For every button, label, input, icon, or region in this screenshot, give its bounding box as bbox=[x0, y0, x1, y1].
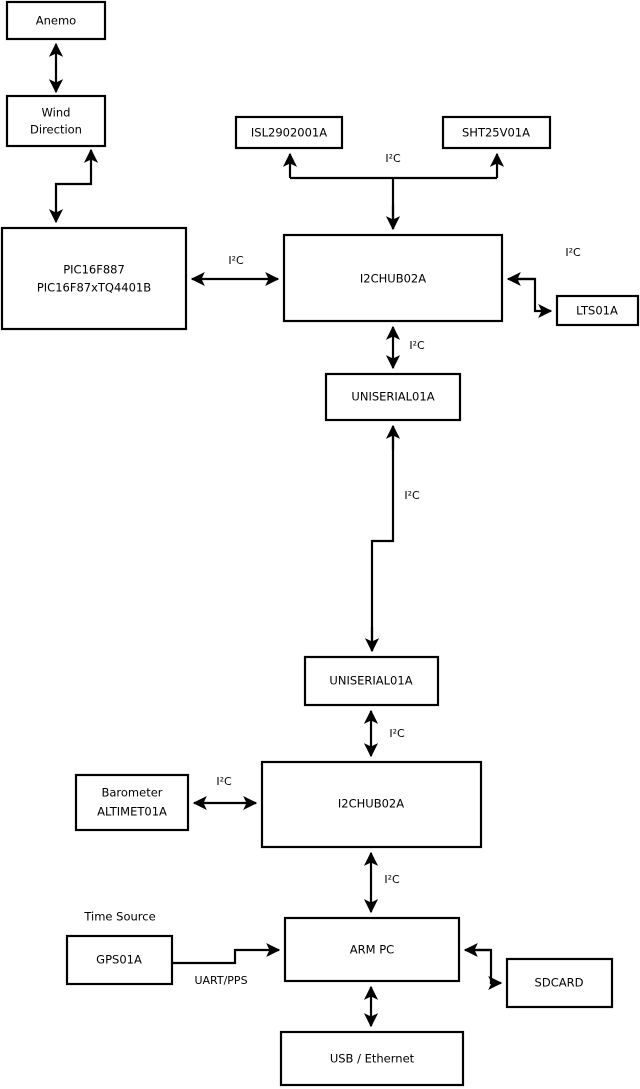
edge-armpc-sdcard bbox=[471, 948, 503, 991]
edge-gps-armpc bbox=[172, 942, 281, 965]
edge-label-i2c-lts: I²C bbox=[565, 246, 581, 259]
edges-layer bbox=[48, 42, 553, 1028]
edge-label-i2c-hub-uniserial-upper: I²C bbox=[409, 339, 425, 352]
node-uniserial01a-upper-label: UNISERIAL01A bbox=[351, 390, 434, 404]
node-anemo-box[interactable] bbox=[5, 0, 107, 41]
edge-label-i2c-sensor-bus: I²C bbox=[385, 152, 401, 165]
node-arm-pc-box[interactable] bbox=[283, 916, 461, 983]
node-pic-mcu-box[interactable] bbox=[0, 226, 188, 331]
node-i2chub02a-bottom[interactable]: I2CHUB02A bbox=[260, 760, 483, 849]
edge-label-i2c-hub-armpc: I²C bbox=[384, 873, 400, 886]
node-uniserial01a-lower-label: UNISERIAL01A bbox=[329, 674, 412, 688]
node-usb-ethernet-label: USB / Ethernet bbox=[330, 1052, 415, 1066]
node-gps01a-box[interactable] bbox=[65, 934, 174, 986]
node-i2chub02a-bottom-label: I2CHUB02A bbox=[338, 797, 404, 811]
node-isl2902001a-box[interactable] bbox=[234, 115, 344, 150]
node-barometer-box[interactable] bbox=[74, 773, 190, 832]
node-sdcard-label: SDCARD bbox=[535, 976, 584, 990]
node-i2chub02a-bottom-box[interactable] bbox=[260, 760, 483, 849]
node-wind-direction-box[interactable] bbox=[5, 94, 107, 148]
free-labels-layer: Time Source bbox=[83, 910, 155, 924]
node-wind-direction-label-line2: Direction bbox=[30, 123, 82, 137]
node-uniserial01a-upper[interactable]: UNISERIAL01A bbox=[324, 372, 462, 422]
node-anemo-label: Anemo bbox=[36, 14, 76, 28]
edge-labels-layer: I²C I²C I²C I²C I²C I²C I²C I²C UART/PPS bbox=[194, 152, 581, 987]
node-arm-pc-label: ARM PC bbox=[350, 943, 394, 957]
node-sht25v01a-box[interactable] bbox=[441, 115, 552, 150]
node-wind-direction-label-line1: Wind bbox=[42, 106, 71, 120]
node-uniserial01a-lower[interactable]: UNISERIAL01A bbox=[303, 655, 440, 707]
edge-label-uart-pps: UART/PPS bbox=[194, 974, 247, 987]
edge-label-i2c-pic-hub: I²C bbox=[228, 254, 244, 267]
node-sht25v01a[interactable]: SHT25V01A bbox=[441, 115, 552, 150]
node-anemo[interactable]: Anemo bbox=[5, 0, 107, 41]
node-pic-mcu[interactable]: PIC16F887 PIC16F87xTQ4401B bbox=[0, 226, 188, 331]
node-sht25v01a-label: SHT25V01A bbox=[462, 126, 530, 140]
node-wind-direction[interactable]: Wind Direction bbox=[5, 94, 107, 148]
node-lts01a-label: LTS01A bbox=[576, 304, 618, 318]
edge-label-i2c-uniserial-link: I²C bbox=[404, 489, 420, 502]
node-i2chub02a-top-label: I2CHUB02A bbox=[360, 272, 426, 286]
node-gps01a[interactable]: GPS01A bbox=[65, 934, 174, 986]
node-arm-pc[interactable]: ARM PC bbox=[283, 916, 461, 983]
edge-label-i2c-uniserial-lower-hub: I²C bbox=[389, 727, 405, 740]
edge-wind-pic bbox=[48, 148, 99, 224]
node-usb-ethernet[interactable]: USB / Ethernet bbox=[279, 1030, 465, 1087]
node-pic-mcu-label-line1: PIC16F887 bbox=[63, 263, 125, 277]
node-pic-mcu-label-line2: PIC16F87xTQ4401B bbox=[37, 281, 151, 295]
node-barometer-label-line2: ALTIMET01A bbox=[97, 805, 167, 819]
node-isl2902001a-label: ISL2902001A bbox=[251, 126, 327, 140]
edge-label-i2c-barometer: I²C bbox=[216, 775, 232, 788]
node-i2chub02a-top[interactable]: I2CHUB02A bbox=[282, 233, 504, 323]
edge-uniserial1-link bbox=[370, 426, 395, 651]
node-i2chub02a-top-box[interactable] bbox=[282, 233, 504, 323]
node-barometer-label-line1: Barometer bbox=[101, 786, 162, 800]
node-usb-ethernet-box[interactable] bbox=[279, 1030, 465, 1087]
edge-hubtop-lts bbox=[514, 277, 553, 319]
node-lts01a[interactable]: LTS01A bbox=[555, 294, 640, 327]
node-uniserial01a-upper-box[interactable] bbox=[324, 372, 462, 422]
node-gps01a-label: GPS01A bbox=[96, 953, 142, 967]
node-uniserial01a-lower-box[interactable] bbox=[303, 655, 440, 707]
node-isl2902001a[interactable]: ISL2902001A bbox=[234, 115, 344, 150]
node-barometer[interactable]: Barometer ALTIMET01A bbox=[74, 773, 190, 832]
node-lts01a-box[interactable] bbox=[555, 294, 640, 327]
label-time-source: Time Source bbox=[83, 910, 155, 924]
node-sdcard[interactable]: SDCARD bbox=[505, 957, 614, 1009]
node-sdcard-box[interactable] bbox=[505, 957, 614, 1009]
